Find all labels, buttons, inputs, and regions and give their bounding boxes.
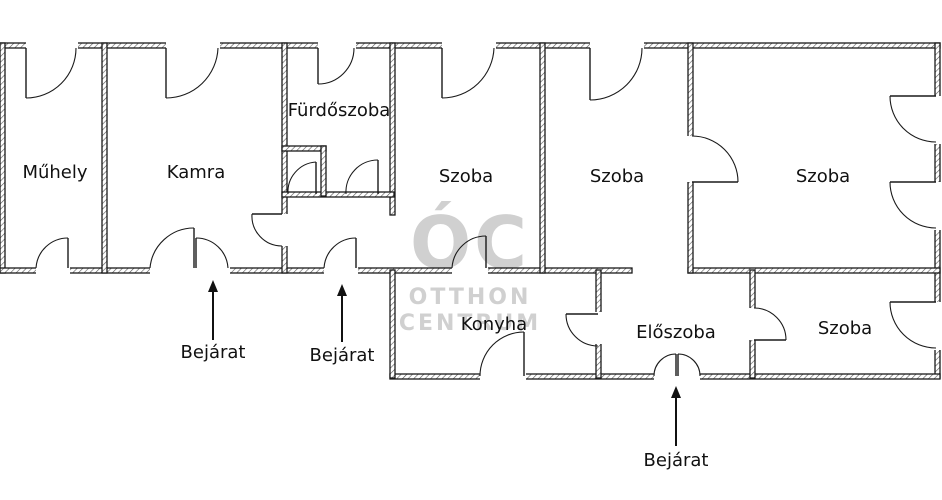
room-label-furdoszoba: Fürdőszoba	[288, 100, 391, 121]
entrance-marker-1: Bejárat	[181, 280, 246, 363]
watermark-line1: OTTHON	[409, 285, 532, 310]
entrance-label-1: Bejárat	[181, 342, 246, 363]
room-label-szoba-3: Szoba	[796, 166, 850, 187]
entrance-marker-2: Bejárat	[310, 284, 375, 366]
room-labels: Műhely Kamra Fürdőszoba Szoba Szoba Szob…	[22, 100, 872, 343]
arrow-up-icon	[337, 284, 347, 296]
doors	[25, 42, 941, 380]
room-label-szoba-2: Szoba	[590, 166, 644, 187]
room-label-szoba-1: Szoba	[439, 166, 493, 187]
room-label-konyha: Konyha	[461, 314, 527, 335]
arrow-up-icon	[671, 386, 681, 398]
entrance-label-2: Bejárat	[310, 345, 375, 366]
room-label-eloszoba: Előszoba	[636, 322, 716, 343]
entrance-marker-3: Bejárat	[644, 386, 709, 471]
watermark-line2: CENTRUM	[399, 311, 541, 336]
room-label-kamra: Kamra	[167, 162, 225, 183]
arrow-up-icon	[208, 280, 218, 292]
entrance-label-3: Bejárat	[644, 450, 709, 471]
room-label-muhely: Műhely	[22, 162, 87, 183]
entrance-markers: Bejárat Bejárat Bejárat	[181, 280, 709, 471]
room-label-szoba-4: Szoba	[818, 318, 872, 339]
